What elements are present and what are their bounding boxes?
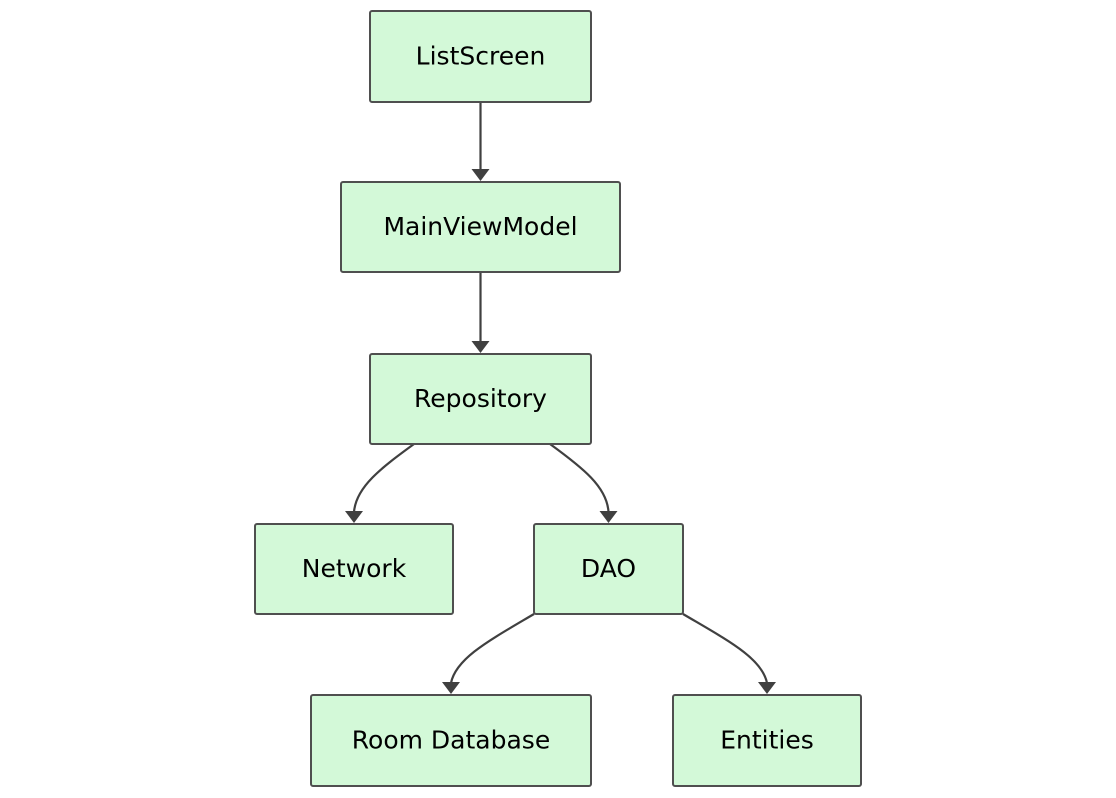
edge-listscreen-to-mainviewmodel bbox=[471, 102, 490, 181]
edge-line bbox=[682, 613, 769, 684]
node-box[interactable] bbox=[310, 694, 592, 787]
nodes-layer: ListScreenMainViewModelRepositoryNetwork… bbox=[254, 10, 862, 787]
edge-repository-to-network bbox=[345, 443, 415, 523]
node-box[interactable] bbox=[254, 523, 454, 615]
node-box[interactable] bbox=[369, 10, 592, 103]
node-dao[interactable]: DAO bbox=[533, 523, 684, 615]
node-label: Entities bbox=[720, 726, 814, 755]
node-listscreen[interactable]: ListScreen bbox=[369, 10, 592, 103]
node-label: DAO bbox=[581, 554, 636, 583]
edge-arrowhead-icon bbox=[599, 511, 618, 523]
node-label: Network bbox=[302, 554, 407, 583]
edges-layer bbox=[345, 102, 776, 694]
node-roomdatabase[interactable]: Room Database bbox=[310, 694, 592, 787]
edge-mainviewmodel-to-repository bbox=[471, 272, 490, 353]
node-repository[interactable]: Repository bbox=[369, 353, 592, 445]
edge-arrowhead-icon bbox=[345, 511, 363, 523]
node-box[interactable] bbox=[672, 694, 862, 787]
node-entities[interactable]: Entities bbox=[672, 694, 862, 787]
edge-arrowhead-icon bbox=[471, 341, 490, 353]
edge-line bbox=[549, 443, 610, 513]
node-label: MainViewModel bbox=[383, 212, 577, 241]
edge-dao-to-entities bbox=[682, 613, 776, 694]
edge-line bbox=[352, 443, 415, 513]
node-box[interactable] bbox=[340, 181, 621, 273]
node-label: ListScreen bbox=[416, 42, 546, 71]
edge-line bbox=[449, 613, 535, 684]
node-network[interactable]: Network bbox=[254, 523, 454, 615]
edge-arrowhead-icon bbox=[758, 682, 776, 694]
edge-arrowhead-icon bbox=[442, 682, 460, 694]
edge-arrowhead-icon bbox=[471, 169, 490, 181]
node-label: Room Database bbox=[352, 726, 550, 755]
node-box[interactable] bbox=[533, 523, 684, 615]
node-mainviewmodel[interactable]: MainViewModel bbox=[340, 181, 621, 273]
node-label: Repository bbox=[414, 384, 547, 413]
edge-repository-to-dao bbox=[549, 443, 618, 523]
edge-dao-to-roomdatabase bbox=[442, 613, 535, 694]
node-box[interactable] bbox=[369, 353, 592, 445]
